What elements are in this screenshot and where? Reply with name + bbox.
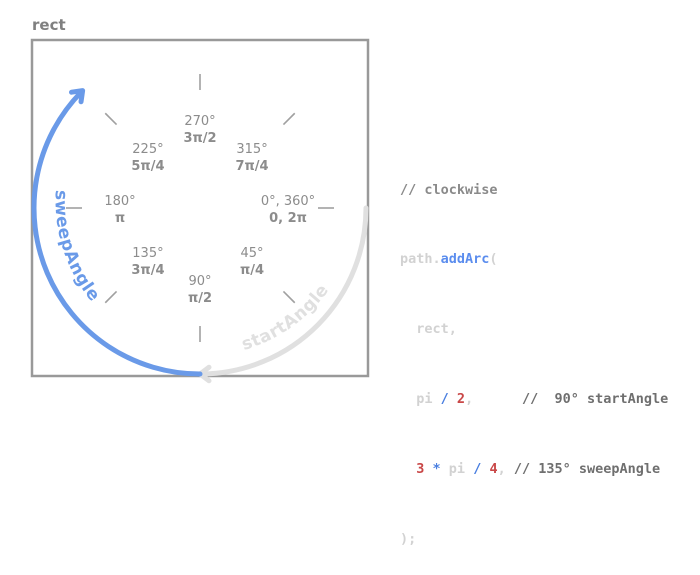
angle-radians: 5π/4 [131,159,164,174]
code-line-6: ); [400,531,417,548]
angle-label-5: 135° 3π/4 [131,246,164,278]
sweep-angle-arc [31,90,203,377]
angle-degrees: 45° [241,246,264,261]
angle-degrees: 0°, 360° [261,194,315,209]
sweep-angle-label: sweepAngle [50,190,104,306]
angle-degrees: 180° [104,194,135,209]
angle-radians: 3π/2 [183,131,216,146]
tick-7 [104,112,118,126]
angle-degrees: 315° [236,142,267,157]
angle-label-7: 225° 5π/4 [131,142,164,174]
start-angle-label: startAngle [239,281,333,355]
code-line-5: 3 * pi / 4, // 135° sweepAngle [416,461,661,478]
angle-radians: 0, 2π [269,211,307,226]
code-snippet: // clockwise path.addArc( rect, pi / 2, … [400,132,668,575]
code-line-1: // clockwise [400,181,498,198]
tick-3 [282,290,296,304]
angle-radians: π/4 [240,263,264,278]
angle-ticks [66,74,334,342]
sweep-angle-arrowhead [68,88,86,105]
angle-radians: 7π/4 [235,159,268,174]
start-angle-arc [200,205,369,377]
tick-1 [282,112,296,126]
angle-degrees: 135° [132,246,163,261]
angle-degrees: 270° [184,114,215,129]
angle-label-3: 45°π/4 [240,246,264,278]
angle-label-2: 0°, 360° 0, 2π [261,194,315,226]
angle-degrees: 90° [188,274,211,289]
angle-label-0: 270° 3π/2 [183,114,216,146]
code-line-2: path.addArc( [400,251,498,268]
rect-label: rect [32,16,66,34]
angle-label-1: 315° 7π/4 [235,142,268,174]
angle-label-4: 90°π/2 [188,274,212,306]
angle-radians: π [115,211,125,226]
angle-radians: π/2 [188,291,212,306]
angle-radians: 3π/4 [131,263,164,278]
angle-degrees: 225° [132,142,163,157]
tick-5 [104,290,118,304]
angle-label-6: 180° π [104,194,135,226]
code-line-3: rect, [400,321,457,338]
